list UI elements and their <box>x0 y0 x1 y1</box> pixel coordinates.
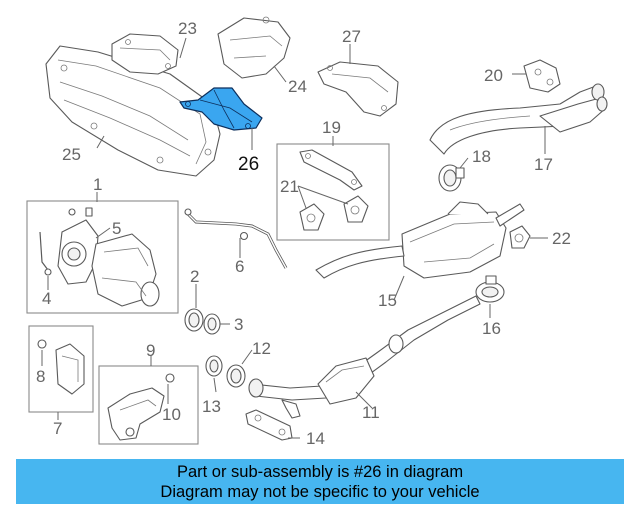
gasket-13[interactable] <box>205 355 223 377</box>
group-box-9 <box>98 365 199 445</box>
callout-12: 12 <box>252 339 271 358</box>
bracket-24[interactable] <box>217 16 291 79</box>
bracket-23[interactable] <box>111 33 179 75</box>
callout-21: 21 <box>280 177 299 196</box>
callout-17: 17 <box>534 155 553 174</box>
insulator-21[interactable] <box>299 195 369 231</box>
callout-16: 16 <box>482 319 501 338</box>
bracket-14[interactable] <box>245 409 293 441</box>
callout-4: 4 <box>42 289 51 308</box>
muffler-15[interactable] <box>315 201 525 279</box>
callout-8: 8 <box>36 367 45 386</box>
callout-11: 11 <box>362 403 380 422</box>
callout-2: 2 <box>190 267 199 286</box>
callout-13: 13 <box>202 397 221 416</box>
callout-5: 5 <box>112 219 121 238</box>
support-bracket-9[interactable] <box>107 373 175 441</box>
bracket-7[interactable] <box>37 339 85 395</box>
callout-15: 15 <box>378 291 397 310</box>
group-box-1 <box>26 200 179 314</box>
callout-labels: 23 24 27 25 26 20 18 17 19 21 22 15 16 1… <box>36 19 571 448</box>
leader-lines <box>41 37 548 439</box>
tailpipe-17[interactable] <box>429 83 608 155</box>
bracket-assembly-19[interactable] <box>299 149 363 191</box>
pipe-6[interactable] <box>184 208 288 269</box>
hanger-22[interactable] <box>509 225 531 249</box>
callout-6: 6 <box>235 257 244 276</box>
banner-line-2: Diagram may not be specific to your vehi… <box>160 483 480 501</box>
bracket-27[interactable] <box>317 61 399 117</box>
heat-shield-25[interactable] <box>45 45 221 177</box>
callout-9: 9 <box>146 341 155 360</box>
callout-24: 24 <box>288 77 307 96</box>
group-box-7 <box>28 325 94 413</box>
gasket-12[interactable] <box>226 364 246 388</box>
info-banner: Part or sub-assembly is #26 in diagram D… <box>16 459 624 504</box>
clamp-18[interactable] <box>438 164 465 192</box>
exhaust-parts-diagram: 23 24 27 25 26 20 18 17 19 21 22 15 16 1… <box>26 16 608 448</box>
callout-1: 1 <box>93 175 102 194</box>
callout-14: 14 <box>306 429 325 448</box>
callout-23: 23 <box>178 19 197 38</box>
callout-18: 18 <box>472 147 491 166</box>
callout-20: 20 <box>484 66 503 85</box>
callout-27: 27 <box>342 27 361 46</box>
callout-7: 7 <box>53 419 62 438</box>
callout-10: 10 <box>162 405 181 424</box>
heat-shield-26-highlighted[interactable] <box>179 87 263 131</box>
callout-19: 19 <box>322 118 341 137</box>
callout-3: 3 <box>234 315 243 334</box>
turbocharger-1[interactable] <box>39 207 160 307</box>
callout-26: 26 <box>238 154 259 175</box>
banner-line-1: Part or sub-assembly is #26 in diagram <box>176 463 464 481</box>
gasket-3[interactable] <box>203 313 221 335</box>
hanger-20[interactable] <box>523 59 561 93</box>
callout-25: 25 <box>62 145 81 164</box>
gasket-2[interactable] <box>184 308 204 332</box>
callout-22: 22 <box>552 229 571 248</box>
clamp-16[interactable] <box>475 275 505 303</box>
front-pipe-11[interactable] <box>248 295 481 419</box>
